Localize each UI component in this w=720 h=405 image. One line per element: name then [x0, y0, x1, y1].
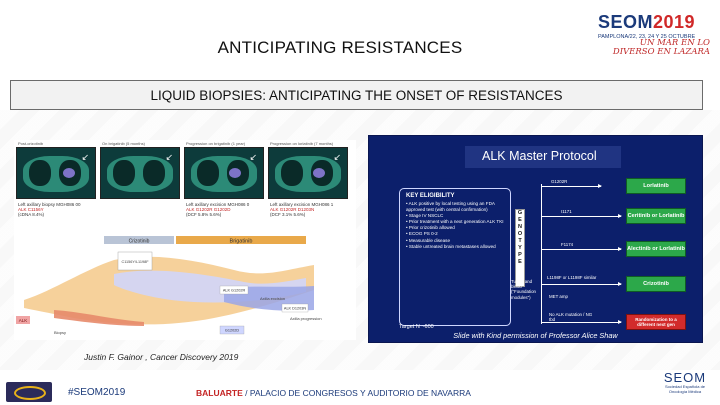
- arrow-icon: [541, 320, 622, 324]
- seom2019-logo: SEOM2019 PAMPLONA/22, 23, 24 Y 25 OCTUBR…: [598, 12, 714, 58]
- protocol-title: ALK Master Protocol: [482, 149, 597, 163]
- alk-box: [16, 316, 30, 324]
- target-n: Target N ~600: [399, 324, 434, 330]
- c1156y-box: [117, 251, 153, 271]
- scan-label-1: Left axillary biopsy MGH086 00 ALK C1156…: [18, 202, 81, 217]
- g1202d-label: G1202D: [225, 329, 239, 333]
- mutation-label: No ALK mutation / NG tbd: [549, 312, 593, 322]
- ct-scan-1: ↙: [16, 147, 96, 199]
- logo-script-text: UN MAR EN LO DIVERSO EN LAZARA: [612, 38, 710, 57]
- phase-brigatinib-label: Brigatinib: [230, 239, 253, 245]
- ring-icon: [14, 386, 46, 400]
- d1203n-box: [281, 303, 309, 313]
- slide-title: ANTICIPATING RESISTANCES: [217, 38, 463, 57]
- arrow-icon: [541, 282, 622, 286]
- eligibility-item: • Stage IV NSCLC: [406, 212, 444, 218]
- venue-text: BALUARTE / PALACIO DE CONGRESOS Y AUDITO…: [196, 388, 471, 398]
- mutation-label: L1198F or L1198F similar: [547, 275, 597, 280]
- alk-label: ALK: [19, 318, 28, 323]
- arrow-icon: ↙: [81, 152, 89, 162]
- ct-scan-figure: ↙ ↙ ↙ ↙ Post-crizotinib On brigatinib (5…: [14, 140, 356, 340]
- title-highlight: [465, 146, 621, 168]
- banner-text: LIQUID BIOPSIES: ANTICIPATING THE ONSET …: [150, 88, 563, 103]
- scan-label-3: Left axillary excision MGH086 0 ALK G120…: [186, 202, 250, 217]
- scan-caption: Progression on lorlatinib (7 months): [270, 141, 334, 146]
- eligibility-item: • ALK positive by local testing using an…: [406, 201, 495, 212]
- eligibility-box: KEY ELIGIBILITY • ALK positive by local …: [399, 188, 511, 326]
- ct-scan-2: ↙: [100, 147, 180, 199]
- arrow-icon: [541, 214, 622, 218]
- seom-footer-title: SEOM: [663, 370, 707, 385]
- mutation-label: F1174: [561, 242, 574, 247]
- arrow-icon: ↙: [165, 152, 173, 162]
- drug-box-alectinib: Alectinib or Lorlatinib: [626, 241, 686, 257]
- biopsy-label: Biopsy: [54, 330, 66, 335]
- scan-caption: Progression on brigatinib (1 year): [186, 141, 246, 146]
- clone-area-c1156y: [54, 310, 144, 326]
- arrow-icon: ↙: [249, 152, 257, 162]
- arrow-icon: [541, 184, 602, 188]
- tumor-blood-text: Tumor and blood ("Foundation modules"): [511, 279, 536, 300]
- ct-scan-3: ↙: [184, 147, 264, 199]
- alk-master-protocol-figure: ALK Master Protocol KEY ELIGIBILITY • AL…: [368, 135, 703, 343]
- citation-text: Justin F. Gainor , Cancer Discovery 2019: [84, 352, 239, 362]
- seom-footer-subtitle: Sociedad Española de Oncología Médica: [664, 384, 706, 394]
- phase-crizotinib-label: Crizotinib: [129, 239, 150, 245]
- g1202r-label: ALK G1202R: [223, 289, 246, 293]
- arrow-icon: [541, 247, 622, 251]
- seom-footer-logo: SEOM Sociedad Española de Oncología Médi…: [658, 370, 712, 402]
- axilla-progression-label: Axilla progression: [290, 316, 322, 321]
- brigatinib-bar: [176, 236, 306, 244]
- crizotinib-bar: [104, 236, 174, 244]
- scan-label-4: Left axillary excision MGH086 1 ALK G120…: [270, 202, 334, 217]
- drug-box-randomization: Randomization to a different next gen: [626, 314, 686, 330]
- drug-box-ceritinib: Ceritinib or Lorlatinib: [626, 208, 686, 224]
- footer-logo: [6, 382, 52, 402]
- ct-scan-4: ↙: [268, 147, 348, 199]
- drug-box-crizotinib: Crizotinib: [626, 276, 686, 292]
- logo-seom: SEOM: [598, 12, 654, 32]
- eligibility-item: • Prior crizotinib allowed: [406, 225, 455, 231]
- eligibility-item: • ECOG PS 0-2: [406, 231, 438, 237]
- mutation-label: G1202R: [551, 179, 568, 184]
- branch-trunk: [541, 184, 542, 324]
- c1156y-label: C1156Y/L1198F: [121, 260, 149, 264]
- mutation-label: I1171: [561, 209, 572, 214]
- eligibility-item: • Prior treatment with a next generation…: [406, 218, 504, 224]
- d1203n-label: ALK D1203N: [284, 307, 306, 311]
- drug-box-lorlatinib: Lorlatinib: [626, 178, 686, 194]
- eligibility-item: • Stable untreated brain metastases allo…: [406, 243, 496, 249]
- scan-caption: On brigatinib (5 months): [102, 141, 145, 146]
- g1202r-box: [219, 285, 249, 295]
- section-banner: LIQUID BIOPSIES: ANTICIPATING THE ONSET …: [10, 80, 703, 110]
- g1202d-box: [219, 325, 245, 335]
- eligibility-heading: KEY ELIGIBILITY: [406, 193, 455, 199]
- eligibility-item: • Measurable disease: [406, 237, 451, 243]
- clonal-evolution-diagram: Crizotinib Brigatinib C1156Y/L1198F ALK …: [16, 236, 322, 335]
- scan-caption: Post-crizotinib: [18, 141, 44, 146]
- arrow-icon: ↙: [333, 152, 341, 162]
- mutation-label: MET amp: [549, 294, 568, 299]
- logo-subtitle: PAMPLONA/22, 23, 24 Y 25 OCTUBRE: [598, 34, 696, 40]
- hashtag: #SEOM2019: [68, 387, 126, 398]
- logo-year: 2019: [653, 12, 696, 32]
- slide-caption: Slide with Kind permission of Professor …: [453, 331, 618, 340]
- axilla-excision-label: Axilla excision: [260, 296, 285, 301]
